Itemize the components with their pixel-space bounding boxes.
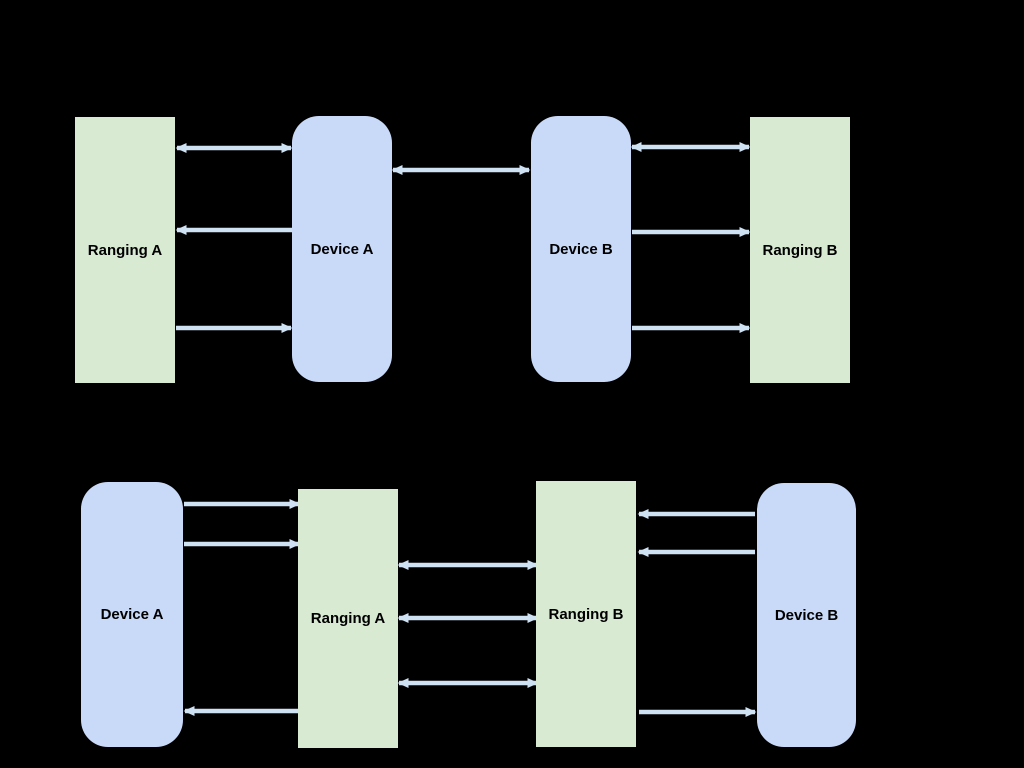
box-top-ranging-b: Ranging B (750, 117, 850, 383)
box-bottom-ranging-b: Ranging B (536, 481, 636, 747)
box-label: Device B (549, 240, 613, 258)
box-top-device-a: Device A (292, 116, 392, 382)
box-top-ranging-a: Ranging A (75, 117, 175, 383)
box-bottom-device-b: Device B (757, 483, 856, 747)
box-label: Ranging A (310, 610, 386, 627)
box-label: Ranging B (548, 605, 624, 623)
box-top-device-b: Device B (531, 116, 631, 382)
box-label: Ranging B (762, 241, 838, 259)
box-bottom-ranging-a: Ranging A (298, 489, 398, 748)
box-label: Device B (774, 606, 839, 624)
box-label: Device A (310, 240, 374, 258)
box-bottom-device-a: Device A (81, 482, 183, 747)
box-label: Device A (100, 606, 164, 623)
box-label: Ranging A (87, 241, 163, 259)
